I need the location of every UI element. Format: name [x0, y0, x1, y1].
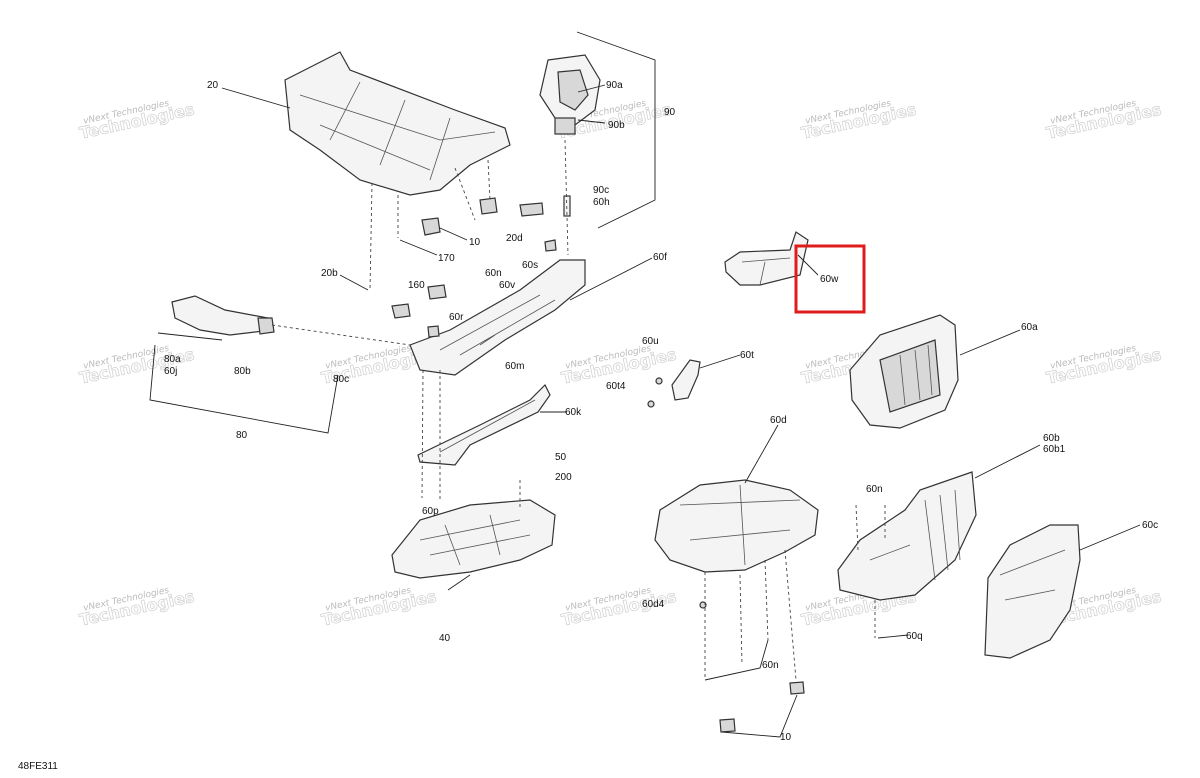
callout-20d[interactable]: 20d [506, 233, 523, 244]
callout-60t[interactable]: 60t [740, 350, 754, 361]
callout-80c[interactable]: 80c [333, 374, 349, 385]
callout-200[interactable]: 200 [555, 472, 572, 483]
callout-80[interactable]: 80 [236, 430, 248, 441]
callout-90a[interactable]: 90a [606, 80, 623, 91]
callout-20b[interactable]: 20b [321, 268, 338, 279]
seat-frame-part[interactable] [409, 259, 586, 376]
callout-60b[interactable]: 60b [1043, 433, 1060, 444]
callout-60b1[interactable]: 60b1 [1043, 444, 1066, 455]
callout-60a[interactable]: 60a [1021, 322, 1038, 333]
watermark: Technologies vNext Technologies [77, 99, 196, 143]
callout-60m[interactable]: 60m [505, 361, 524, 372]
callout-40[interactable]: 40 [439, 633, 451, 644]
callout-60t4[interactable]: 60t4 [606, 381, 626, 392]
backrest-handle-part[interactable] [539, 54, 601, 135]
assembly-lines [271, 139, 886, 681]
watermark: Technologies vNext Technologies [319, 586, 438, 630]
watermarks: Technologies vNext Technologies Technolo… [77, 99, 1163, 630]
callout-80a[interactable]: 80a [164, 354, 181, 365]
callout-labels: 20 90a 90 90b 90c 60h 10 20d 170 20b 60s… [164, 80, 1158, 743]
callout-60q[interactable]: 60q [906, 631, 923, 642]
callout-60k[interactable]: 60k [565, 407, 582, 418]
callout-60u[interactable]: 60u [642, 336, 659, 347]
watermark: Technologies vNext Technologies [1044, 344, 1163, 388]
callout-60n-frame[interactable]: 60n [485, 268, 502, 279]
clip-part[interactable] [421, 197, 557, 252]
callout-80b[interactable]: 80b [234, 366, 251, 377]
diagram-reference: 48FE311 [18, 761, 58, 772]
callout-90[interactable]: 90 [664, 107, 676, 118]
callout-10-bottom[interactable]: 10 [780, 732, 792, 743]
callout-60n-seat[interactable]: 60n [762, 660, 779, 671]
watermark: Technologies vNext Technologies [77, 586, 196, 630]
passenger-base-part[interactable] [837, 471, 977, 601]
callout-60j[interactable]: 60j [164, 366, 177, 377]
passenger-seat-part[interactable] [654, 479, 819, 573]
callout-60v[interactable]: 60v [499, 280, 515, 291]
watermark: Technologies vNext Technologies [1044, 99, 1163, 143]
callout-60d4[interactable]: 60d4 [642, 599, 665, 610]
support-plate-part[interactable] [417, 383, 551, 466]
callout-60r[interactable]: 60r [449, 312, 464, 323]
callout-60d[interactable]: 60d [770, 415, 787, 426]
bushing-part[interactable] [391, 284, 447, 338]
leader-lines [149, 31, 1141, 738]
callout-60h[interactable]: 60h [593, 197, 610, 208]
grommet-part[interactable] [699, 601, 805, 733]
backrest-part[interactable] [849, 314, 959, 429]
hinge-bracket-part[interactable] [647, 359, 701, 408]
callout-20[interactable]: 20 [207, 80, 219, 91]
callout-60f[interactable]: 60f [653, 252, 667, 263]
bracket-part[interactable] [724, 231, 809, 286]
trunk-cover-part[interactable] [984, 524, 1081, 659]
callout-170[interactable]: 170 [438, 253, 455, 264]
highlight-box [794, 244, 866, 314]
callout-160[interactable]: 160 [408, 280, 425, 291]
callout-10-top[interactable]: 10 [469, 237, 481, 248]
armrest-part[interactable] [157, 295, 275, 341]
callout-50[interactable]: 50 [555, 452, 567, 463]
callout-90c[interactable]: 90c [593, 185, 609, 196]
watermark: Technologies vNext Technologies [799, 99, 918, 143]
callout-60p[interactable]: 60p [422, 506, 439, 517]
seat-base-part[interactable] [391, 499, 556, 579]
callout-60s[interactable]: 60s [522, 260, 538, 271]
callout-60n-base[interactable]: 60n [866, 484, 883, 495]
callout-60w[interactable]: 60w [820, 274, 839, 285]
callout-90b[interactable]: 90b [608, 120, 625, 131]
front-seat-part[interactable] [284, 51, 511, 196]
callout-60c[interactable]: 60c [1142, 520, 1158, 531]
